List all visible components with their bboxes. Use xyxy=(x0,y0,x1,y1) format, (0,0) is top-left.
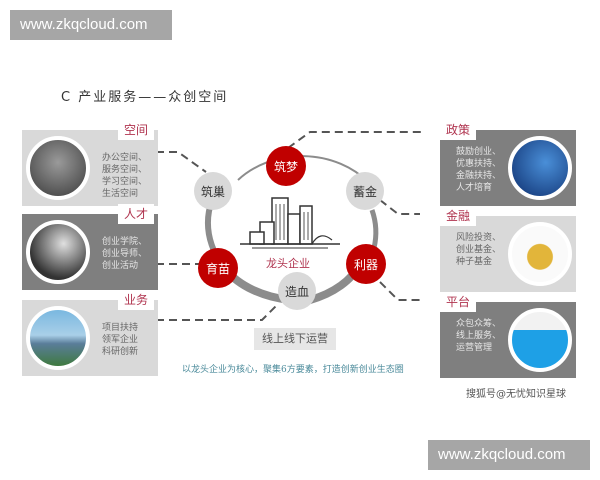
center-label: 龙头企业 xyxy=(266,257,310,270)
gold-coins-photo xyxy=(508,222,572,286)
one-stop-platform-photo xyxy=(508,308,572,372)
panel-items: 众包众筹、 线上服务、 运营管理 xyxy=(456,319,502,353)
building-photo xyxy=(26,306,90,370)
panel-items: 鼓励创业、 优惠扶持、 金融扶持、 人才培育 xyxy=(456,147,502,193)
panel-items: 风险投资、 创业基金、 种子基金 xyxy=(456,233,502,267)
panel-items: 项目扶持 领军企业 科研创新 xyxy=(102,323,139,357)
panel-space: 空间 办公空间、 服务空间、 学习空间、 生活空间 xyxy=(22,120,158,206)
node-xujin: 蓄金 xyxy=(346,172,384,210)
office-photo xyxy=(26,136,90,200)
panel-policy: 政策 鼓励创业、 优惠扶持、 金融扶持、 人才培育 xyxy=(440,120,576,206)
panel-business: 业务 项目扶持 领军企业 科研创新 xyxy=(22,290,158,376)
panel-finance: 金融 风险投资、 创业基金、 种子基金 xyxy=(440,206,576,292)
panel-title: 业务 xyxy=(118,290,155,310)
panel-title: 人才 xyxy=(118,204,155,224)
panel-title: 政策 xyxy=(440,120,477,140)
node-yumiao: 育苗 xyxy=(198,248,238,288)
node-zhuchao: 筑巢 xyxy=(194,172,232,210)
node-zhumeng: 筑梦 xyxy=(266,146,306,186)
page-title: C 产业服务——众创空间 xyxy=(61,90,229,105)
eagle-policy-photo xyxy=(508,136,572,200)
credit-text: 搜狐号@无忧知识星球 xyxy=(466,389,566,400)
classroom-photo xyxy=(26,220,90,284)
panel-platform: 平台 众包众筹、 线上服务、 运营管理 xyxy=(440,292,576,378)
tagline: 以龙头企业为核心，聚集6方要素，打造创新创业生态圈 xyxy=(182,365,404,375)
node-zaoxue: 造血 xyxy=(278,272,316,310)
panel-items: 办公空间、 服务空间、 学习空间、 生活空间 xyxy=(102,153,148,199)
panel-talent: 人才 创业学院、 创业导师、 创业活动 xyxy=(22,204,158,290)
watermark-top: www.zkqcloud.com xyxy=(10,10,172,40)
panel-title: 空间 xyxy=(118,120,155,140)
operation-label: 线上线下运营 xyxy=(254,328,336,350)
panel-title: 金融 xyxy=(440,206,477,226)
panel-items: 创业学院、 创业导师、 创业活动 xyxy=(102,237,148,271)
watermark-bottom: www.zkqcloud.com xyxy=(428,440,590,470)
city-buildings-icon xyxy=(240,197,340,249)
panel-title: 平台 xyxy=(440,292,477,312)
node-liqi: 利器 xyxy=(346,244,386,284)
